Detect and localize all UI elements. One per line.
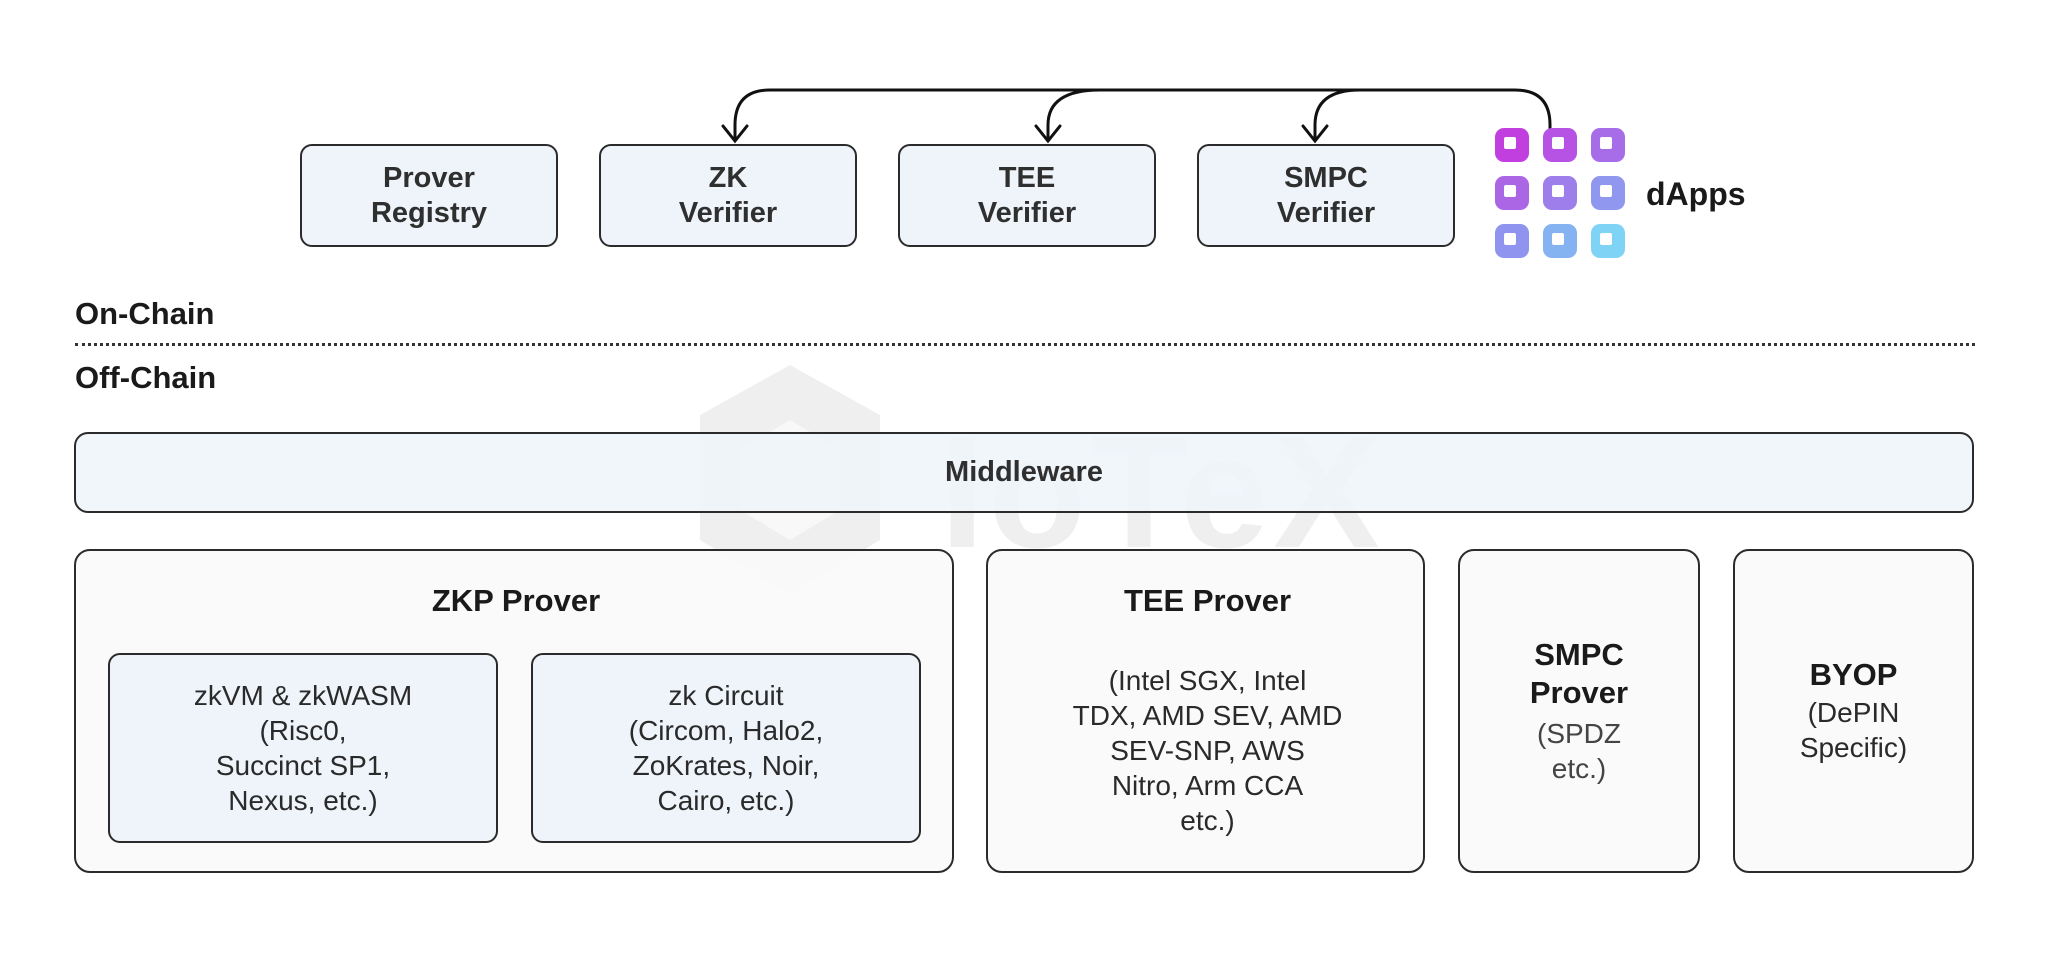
off-chain-label: Off-Chain [75,360,217,395]
smpc-verifier-box: SMPC Verifier [1197,144,1455,247]
tee-prover-panel: TEE Prover (Intel SGX, Intel TDX, AMD SE… [986,549,1425,873]
middleware-label: Middleware [945,456,1103,488]
tee-prover-body: (Intel SGX, Intel TDX, AMD SEV, AMD SEV-… [1072,665,1343,836]
arrowhead-tee [1034,124,1062,144]
arrowhead-zk [721,124,749,144]
byop-prover-panel: BYOP (DePIN Specific) [1733,549,1974,873]
chain-divider [75,343,1975,346]
smpc-prover-title: SMPC Prover [1529,637,1629,710]
zk-circuit-box: zk Circuit (Circom, Halo2, ZoKrates, Noi… [531,653,921,843]
zkp-prover-panel: ZKP Prover zkVM & zkWASM (Risc0, Succinc… [74,549,954,873]
prover-registry-box: Prover Registry [300,144,558,247]
tee-verifier-box: TEE Verifier [898,144,1156,247]
zk-verifier-label: ZK Verifier [678,161,778,229]
arrow-line-tee [1046,88,1102,142]
tee-verifier-label: TEE Verifier [977,161,1077,229]
arrowhead-smpc [1301,124,1329,144]
smpc-prover-body: (SPDZ etc.) [1537,718,1621,784]
smpc-prover-panel: SMPC Prover (SPDZ etc.) [1458,549,1700,873]
zkp-prover-title: ZKP Prover [431,583,601,618]
dapps-label: dApps [1646,176,1746,212]
prover-registry-label: Prover Registry [370,161,488,229]
arrow-line-main [733,88,1552,144]
zkvm-box: zkVM & zkWASM (Risc0, Succinct SP1, Nexu… [108,653,498,843]
byop-body: (DePIN Specific) [1799,697,1908,763]
verifier-call-arrows [721,88,1552,144]
zk-verifier-box: ZK Verifier [599,144,857,247]
smpc-verifier-label: SMPC Verifier [1276,161,1376,229]
middleware-box: Middleware [74,432,1974,513]
byop-title: BYOP [1809,657,1898,692]
tee-prover-title: TEE Prover [1123,583,1292,618]
app-grid-icon [1495,128,1630,263]
arrow-line-smpc [1313,88,1362,142]
zkvm-label: zkVM & zkWASM (Risc0, Succinct SP1, Nexu… [193,680,413,816]
zk-circuit-label: zk Circuit (Circom, Halo2, ZoKrates, Noi… [628,680,824,816]
on-chain-label: On-Chain [75,296,215,331]
